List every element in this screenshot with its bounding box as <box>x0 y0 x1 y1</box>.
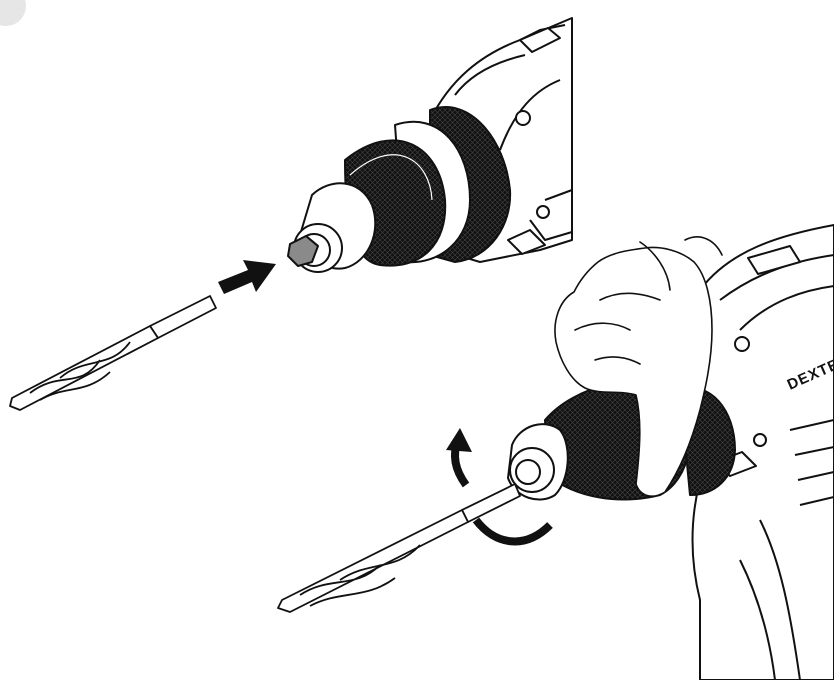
top-drill <box>287 17 573 273</box>
top-drill-bit <box>9 295 217 411</box>
hand <box>554 236 723 497</box>
bottom-drill-bit <box>277 483 521 613</box>
bottom-drill <box>507 224 834 680</box>
rotate-arrow-icon <box>446 428 553 546</box>
insert-arrow-icon <box>218 260 276 294</box>
